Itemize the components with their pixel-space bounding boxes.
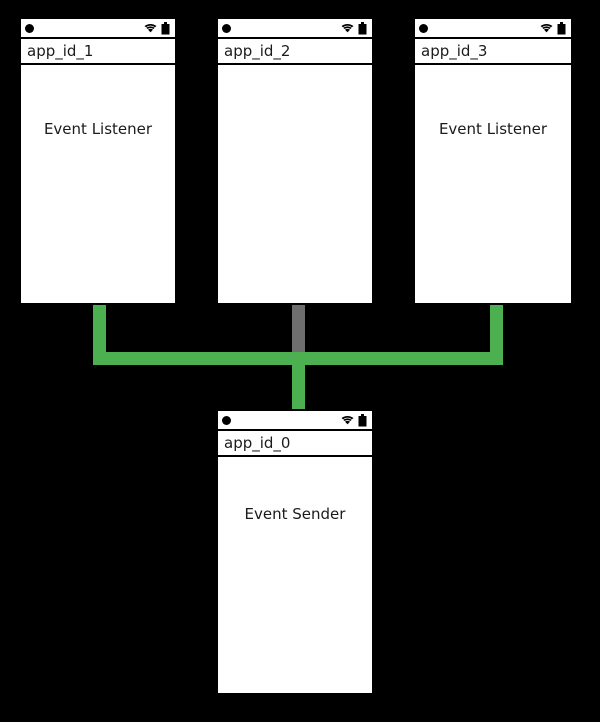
device-title: app_id_0 (224, 433, 291, 452)
wire-app_id_2-drop (292, 305, 305, 355)
battery-icon (358, 413, 367, 427)
device-role-label: Event Listener (43, 120, 153, 138)
status-bar-left (222, 23, 231, 33)
wifi-icon (341, 415, 354, 426)
wifi-icon (144, 23, 157, 34)
status-bar-left (222, 415, 231, 425)
device-role-label: Event Sender (244, 505, 346, 523)
status-bar (21, 19, 175, 39)
device-title: app_id_1 (27, 41, 94, 60)
status-bar-left (419, 23, 428, 33)
battery-icon (161, 21, 170, 35)
device-role-label: Event Listener (438, 120, 548, 138)
camera-dot-icon (419, 23, 428, 33)
title-bar: app_id_1 (21, 39, 175, 65)
device-screen[interactable]: Event Listener (21, 65, 175, 303)
device-screen[interactable]: Event Listener (415, 65, 571, 303)
status-bar-right (144, 21, 170, 35)
status-bar-right (341, 413, 367, 427)
wire-app_id_3-drop (490, 305, 503, 365)
device-screen[interactable] (218, 65, 372, 303)
status-bar (415, 19, 571, 39)
wifi-icon (540, 23, 553, 34)
title-bar: app_id_2 (218, 39, 372, 65)
wire-app_id_1-drop (93, 305, 106, 365)
status-bar-right (341, 21, 367, 35)
device-app_id_1[interactable]: app_id_1 Event Listener (19, 17, 177, 305)
device-app_id_2[interactable]: app_id_2 (216, 17, 374, 305)
device-title: app_id_2 (224, 41, 291, 60)
camera-dot-icon (222, 23, 231, 33)
battery-icon (557, 21, 566, 35)
wifi-icon (341, 23, 354, 34)
title-bar: app_id_0 (218, 431, 372, 457)
device-title: app_id_3 (421, 41, 488, 60)
status-bar-left (25, 23, 34, 33)
device-app_id_0[interactable]: app_id_0 Event Sender (216, 409, 374, 695)
status-bar (218, 411, 372, 431)
camera-dot-icon (222, 415, 231, 425)
title-bar: app_id_3 (415, 39, 571, 65)
device-app_id_3[interactable]: app_id_3 Event Listener (413, 17, 573, 305)
status-bar (218, 19, 372, 39)
status-bar-right (540, 21, 566, 35)
battery-icon (358, 21, 367, 35)
device-screen[interactable]: Event Sender (218, 457, 372, 693)
camera-dot-icon (25, 23, 34, 33)
wire-app_id_0-riser (292, 352, 305, 410)
